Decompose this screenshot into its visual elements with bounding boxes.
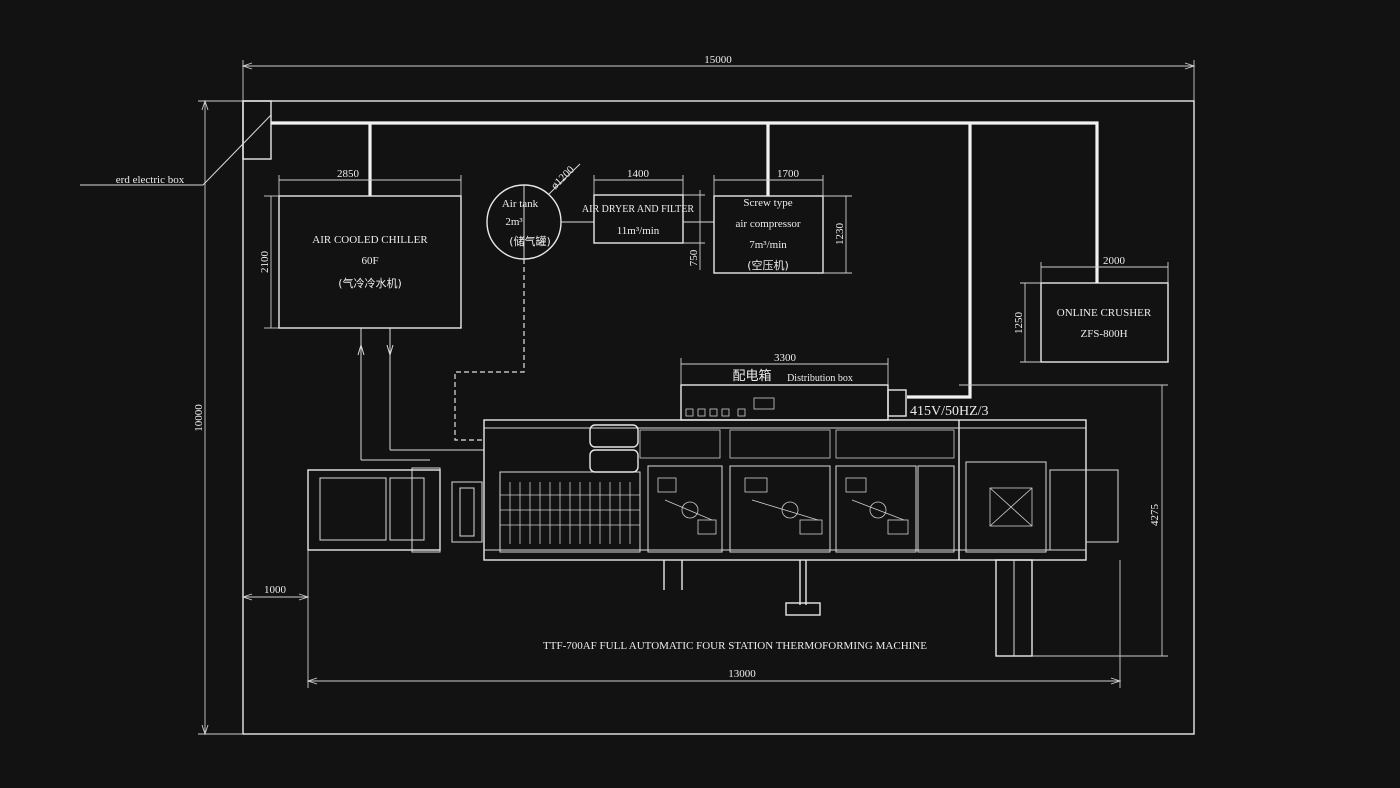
tank-diameter-text: ø1200 [549,164,577,192]
left-offset-text: 1000 [264,584,287,596]
compressor-width-text: 1700 [777,168,800,180]
dryer-label-1: AIR DRYER AND FILTER [582,204,694,215]
tank-label-1: Air tank [502,198,539,210]
dim-left-offset: 1000 [241,584,310,601]
distribution-width-text: 3300 [774,352,797,364]
air-dryer: AIR DRYER AND FILTER 11m³/min 1400 750 [582,168,705,270]
online-crusher: ONLINE CRUSHER ZFS-800H 2000 1250 [1013,255,1169,363]
dryer-label-2: 11m³/min [617,225,660,237]
thermoforming-machine [307,419,1119,657]
crusher-label-1: ONLINE CRUSHER [1057,307,1152,319]
distribution-box: 3300 配电箱 Distribution box 415V/50HZ/3 [680,352,989,421]
machine-length-text: 13000 [728,668,756,680]
electric-box: erd electric box [80,100,272,186]
chiller-height-text: 2100 [259,251,271,274]
crusher-width-text: 2000 [1103,255,1126,267]
distribution-label-en: Distribution box [787,373,853,384]
dim-overall-height: 10000 [193,99,243,736]
dim-machine-height: 4275 [959,384,1168,657]
station-1 [647,465,723,553]
air-line [454,259,525,441]
crusher-label-2: ZFS-800H [1080,328,1127,340]
chiller-label-2: 60F [361,255,378,267]
chiller-label-1: AIR COOLED CHILLER [312,234,428,246]
air-compressor: Screw type air compressor 7m³/min (空压机) … [713,168,852,274]
dim-overall-width: 15000 [241,54,1196,101]
compressor-label-4: (空压机) [747,258,789,272]
tank-label-2: 2m³ [505,216,523,228]
station-2 [729,465,831,553]
air-cooled-chiller: AIR COOLED CHILLER 60F (气冷冷水机) 2850 2100 [259,168,462,329]
compressor-label-3: 7m³/min [749,239,787,251]
supply-pipes [271,121,1099,399]
dim-overall-height-text: 10000 [193,404,205,432]
chiller-width-text: 2850 [337,168,360,180]
compressor-label-1: Screw type [743,197,792,209]
machine-height-text: 4275 [1149,504,1161,527]
heater-grid [500,482,640,544]
compressor-label-2: air compressor [735,218,800,230]
electric-box-label: erd electric box [116,174,185,186]
dryer-height-text: 750 [688,249,700,266]
chiller-water-lines [357,328,484,461]
station-3 [835,465,917,553]
power-spec: 415V/50HZ/3 [910,404,989,419]
room-boundary [242,100,1195,735]
distribution-label-cn: 配电箱 [732,368,771,384]
compressor-height-text: 1230 [834,223,846,246]
machine-title: TTF-700AF FULL AUTOMATIC FOUR STATION TH… [543,640,927,652]
dryer-width-text: 1400 [627,168,650,180]
dim-overall-width-text: 15000 [704,54,732,66]
dim-machine-length: 13000 [306,550,1122,688]
chiller-label-3: (气冷冷水机) [338,276,402,290]
air-tank: Air tank 2m³ (储气罐) ø1200 [486,164,581,260]
crusher-height-text: 1250 [1013,312,1025,335]
tank-label-3: (储气罐) [509,234,551,248]
